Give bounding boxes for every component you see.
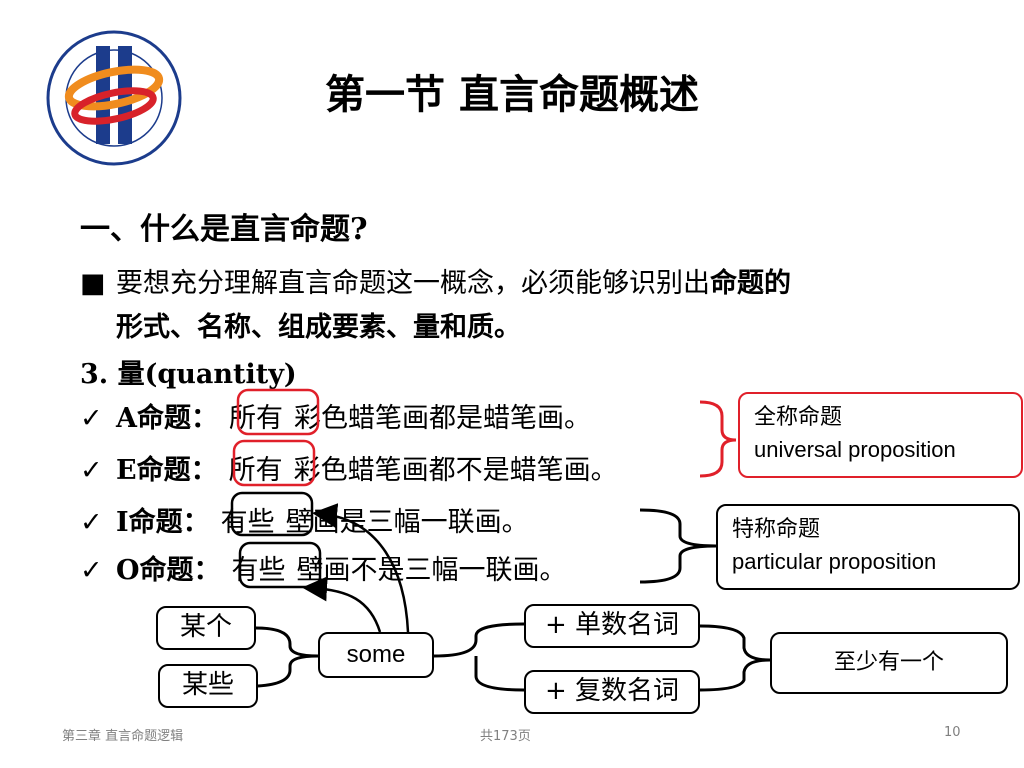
footer-page-number: 10 — [944, 725, 961, 740]
quantifier-keyword: 所有 — [228, 455, 283, 486]
footer-total-pages: 共173页 — [480, 729, 531, 744]
check-icon: ✓ — [80, 403, 103, 434]
check-icon: ✓ — [80, 555, 103, 586]
proposition-label: O命题： — [116, 555, 221, 586]
proposition-text: 壁画不是三幅一联画。 — [296, 555, 567, 586]
proposition-a: ✓ A命题： 所有彩色蜡笔画都是蜡笔画。 — [80, 396, 591, 435]
mouge-box: 某个 — [156, 606, 256, 650]
universal-bracket — [699, 400, 737, 478]
plural-box: + 复数名词 — [524, 670, 700, 714]
some-box: some — [318, 632, 434, 678]
atleast-merge-bracket — [699, 624, 771, 692]
institute-logo — [44, 28, 184, 168]
logo-icon — [46, 30, 182, 166]
proposition-text: 彩色蜡笔画都是蜡笔画。 — [293, 403, 591, 434]
proposition-i: ✓ I命题： 有些壁画是三幅一联画。 — [80, 500, 529, 539]
paragraph-bold-1: 命题的 — [710, 268, 791, 299]
atleast-box: 至少有一个 — [770, 632, 1008, 694]
paragraph-bold-2: 形式、名称、组成要素、量和质。 — [116, 312, 521, 343]
proposition-label: A命题： — [116, 403, 218, 434]
quantity-label: 3. 量(quantity) — [80, 359, 297, 390]
left-merge-bracket — [255, 626, 319, 688]
proposition-e: ✓ E命题： 所有彩色蜡笔画都不是蜡笔画。 — [80, 448, 618, 487]
mouxie-box: 某些 — [158, 664, 258, 708]
intro-paragraph: ■ 要想充分理解直言命题这一概念，必须能够识别出命题的 形式、名称、组成要素、量和… — [80, 262, 990, 350]
paragraph-text: 要想充分理解直言命题这一概念，必须能够识别出 — [116, 268, 710, 299]
particular-en: particular proposition — [732, 549, 937, 574]
quantifier-keyword: 所有 — [228, 403, 283, 434]
square-bullet-icon: ■ — [80, 268, 106, 299]
footer-chapter: 第三章 直言命题逻辑 — [62, 729, 184, 744]
section-heading: 一、什么是直言命题? — [80, 212, 368, 247]
check-icon: ✓ — [80, 507, 103, 538]
quantifier-keyword: 有些 — [231, 555, 286, 586]
universal-callout: 全称命题 universal proposition — [738, 392, 1023, 478]
proposition-text: 壁画是三幅一联画。 — [285, 507, 529, 538]
right-split-bracket — [433, 622, 525, 692]
slide-title: 第一节 直言命题概述 — [325, 72, 699, 118]
proposition-text: 彩色蜡笔画都不是蜡笔画。 — [293, 455, 618, 486]
quantifier-keyword: 有些 — [220, 507, 275, 538]
proposition-label: I命题： — [116, 507, 210, 538]
universal-zh: 全称命题 — [754, 405, 843, 430]
singular-box: + 单数名词 — [524, 604, 700, 648]
particular-zh: 特称命题 — [732, 517, 821, 542]
proposition-label: E命题： — [116, 455, 218, 486]
particular-bracket — [639, 508, 717, 584]
particular-callout: 特称命题 particular proposition — [716, 504, 1020, 590]
check-icon: ✓ — [80, 455, 103, 486]
universal-en: universal proposition — [754, 437, 956, 462]
proposition-o: ✓ O命题： 有些壁画不是三幅一联画。 — [80, 548, 567, 587]
arrow-to-o — [302, 576, 382, 633]
